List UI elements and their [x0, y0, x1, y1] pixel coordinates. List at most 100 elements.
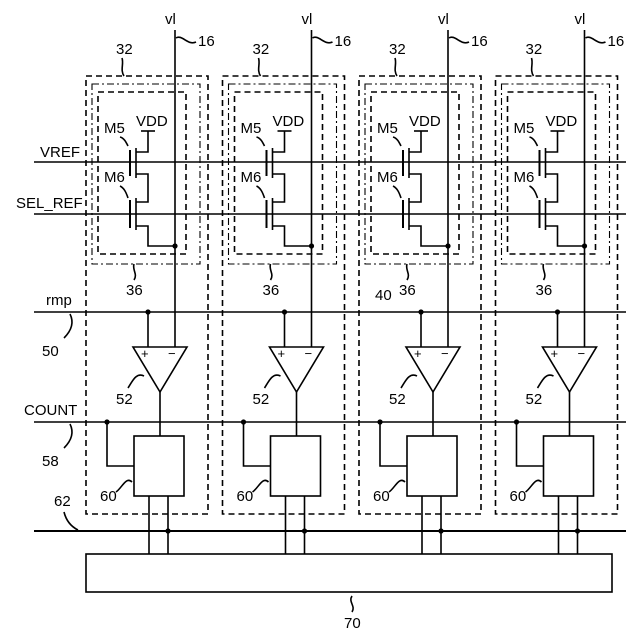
- column-4: 32 vl 16 VDD M5 M6 36 +: [496, 11, 625, 554]
- extra-ref: 40: [375, 287, 392, 304]
- unit-ref-leader: [407, 264, 409, 280]
- m6-source: [409, 226, 448, 246]
- m5-drain: [409, 140, 421, 152]
- vl-ref: 16: [608, 33, 625, 50]
- count-ref: 58: [42, 453, 59, 470]
- counter-ref-leader: [389, 480, 405, 492]
- comp-plus-sign: +: [551, 346, 559, 361]
- comp-ref-leader: [401, 375, 417, 388]
- bus-junction-dot: [165, 528, 170, 533]
- counter-60: [271, 436, 321, 496]
- rmp-label: rmp: [46, 292, 72, 309]
- count-to-counter-wire: [107, 422, 134, 466]
- m6-leader: [120, 186, 128, 198]
- m5-leader: [393, 137, 401, 146]
- bus-junction-dot: [438, 528, 443, 533]
- vl-label: vl: [438, 11, 449, 28]
- vl-ref: 16: [335, 33, 352, 50]
- vl-ref-leader: [313, 37, 333, 43]
- m5-source: [546, 174, 558, 188]
- column-2: 32 vl 16 VDD M5 M6 36 +: [223, 11, 352, 554]
- unit-ref-leader: [134, 264, 136, 280]
- m6-label: M6: [104, 169, 125, 186]
- counter-ref: 60: [100, 488, 117, 505]
- m5-label: M5: [514, 120, 535, 137]
- count-to-counter-wire: [517, 422, 544, 466]
- column-1: 32 vl 16 VDD M5 M6 36 +: [86, 11, 215, 554]
- comp-plus-sign: +: [141, 346, 149, 361]
- m5-leader: [257, 137, 265, 146]
- column-ref: 32: [526, 41, 543, 58]
- counter-ref-leader: [116, 480, 132, 492]
- m5-leader: [530, 137, 538, 146]
- comp-plus-sign: +: [414, 346, 422, 361]
- bus-ref-leader: [64, 512, 78, 530]
- column-ref: 32: [389, 41, 406, 58]
- m5-drain: [273, 140, 285, 152]
- global-lines: [34, 162, 626, 531]
- vdd-label: VDD: [273, 113, 305, 130]
- comp-minus-sign: −: [168, 346, 176, 361]
- comp-plus-sign: +: [278, 346, 286, 361]
- m5-source: [409, 174, 421, 188]
- unit-ref-leader: [543, 264, 545, 280]
- m5-label: M5: [104, 120, 125, 137]
- comp-minus-sign: −: [305, 346, 313, 361]
- bus-junction-dot: [302, 528, 307, 533]
- vdd-label: VDD: [136, 113, 168, 130]
- vl-ref-leader: [176, 37, 196, 43]
- columns: 32 vl 16 VDD M5 M6 36 +: [86, 11, 624, 554]
- m6-drain: [409, 188, 421, 202]
- column-ref-leader: [532, 58, 534, 76]
- m5-label: M5: [241, 120, 262, 137]
- column-ref-leader: [122, 58, 124, 76]
- m6-leader: [530, 186, 538, 198]
- comp-minus-sign: −: [578, 346, 586, 361]
- count-label: COUNT: [24, 402, 77, 419]
- m6-label: M6: [377, 169, 398, 186]
- output-block-ref-leader: [351, 596, 353, 612]
- counter-60: [544, 436, 594, 496]
- bus-ref: 62: [54, 493, 71, 510]
- sel-ref-label: SEL_REF: [16, 195, 83, 212]
- column-ref-leader: [259, 58, 261, 76]
- comp-minus-sign: −: [441, 346, 449, 361]
- comp-ref: 52: [389, 391, 406, 408]
- m5-source: [273, 174, 285, 188]
- m6-drain: [546, 188, 558, 202]
- output-block-ref: 70: [344, 615, 361, 632]
- m5-source: [136, 174, 148, 188]
- unit-ref: 36: [399, 282, 416, 299]
- comp-ref-leader: [538, 375, 554, 388]
- m6-source: [273, 226, 312, 246]
- vl-ref-leader: [586, 37, 606, 43]
- count-to-counter-wire: [380, 422, 407, 466]
- vl-ref: 16: [471, 33, 488, 50]
- count-ref-leader: [64, 424, 72, 448]
- output-block-70: [86, 554, 612, 592]
- vl-ref: 16: [198, 33, 215, 50]
- vl-label: vl: [575, 11, 586, 28]
- m5-drain: [136, 140, 148, 152]
- m6-drain: [273, 188, 285, 202]
- counter-60: [134, 436, 184, 496]
- m6-source: [546, 226, 585, 246]
- column-ref: 32: [116, 41, 133, 58]
- m6-leader: [257, 186, 265, 198]
- row-labels: VREF SEL_REF rmp 50 COUNT 58 62: [16, 144, 83, 530]
- m6-drain: [136, 188, 148, 202]
- m6-source: [136, 226, 175, 246]
- vdd-label: VDD: [409, 113, 441, 130]
- unit-ref: 36: [536, 282, 553, 299]
- unit-ref: 36: [126, 282, 143, 299]
- rmp-ref: 50: [42, 343, 59, 360]
- comp-ref-leader: [265, 375, 281, 388]
- counter-ref: 60: [510, 488, 527, 505]
- m5-drain: [546, 140, 558, 152]
- counter-ref-leader: [253, 480, 269, 492]
- counter-60: [407, 436, 457, 496]
- vref-label: VREF: [40, 144, 80, 161]
- m6-label: M6: [241, 169, 262, 186]
- column-3: 32 vl 16 VDD M5 M6 36 40 +: [359, 11, 488, 554]
